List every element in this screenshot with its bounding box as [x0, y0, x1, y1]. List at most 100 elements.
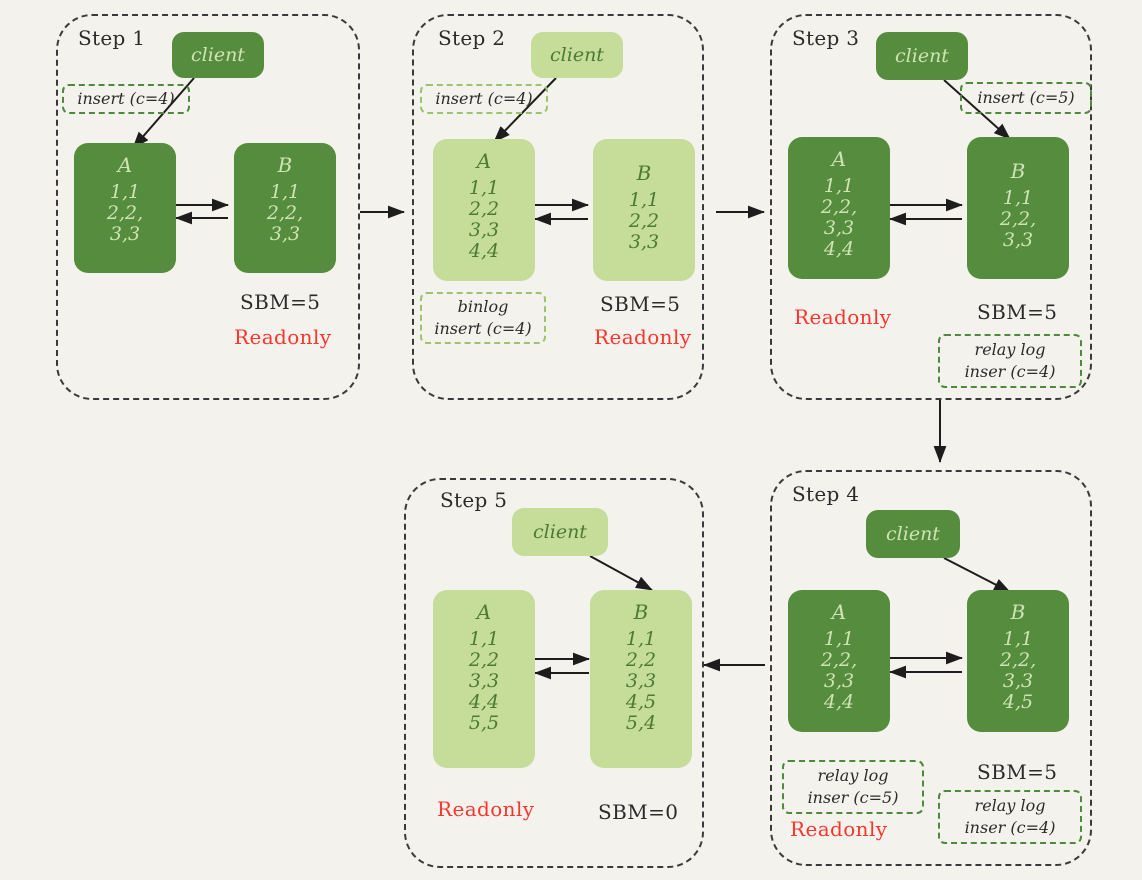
readonly-caption-step3: Readonly [794, 305, 892, 329]
tag-line: inser (c=4) [964, 818, 1056, 837]
node-a-step3[interactable]: A 1,1 2,2, 3,3 4,4 [788, 137, 890, 279]
tag-line: insert (c=5) [977, 88, 1075, 108]
node-b-step1[interactable]: B 1,1 2,2, 3,3 [234, 143, 336, 273]
node-name: B [1010, 600, 1026, 624]
tag-line: relay log [974, 796, 1046, 816]
node-b-step4[interactable]: B 1,1 2,2, 3,3 4,5 [967, 590, 1069, 732]
node-row: 4,5 [1002, 691, 1034, 713]
node-row: 1,1 [823, 175, 855, 197]
client-box-step4[interactable]: client [866, 510, 960, 558]
node-row: 2,2, [106, 202, 144, 224]
tag-line: inser (c=4) [964, 362, 1056, 381]
step-panel-3[interactable] [770, 14, 1092, 400]
node-b-step3[interactable]: B 1,1 2,2, 3,3 [967, 137, 1069, 279]
node-row: 2,2 [628, 210, 660, 232]
readonly-caption-step1: Readonly [234, 325, 332, 349]
client-box-step1[interactable]: client [172, 32, 264, 78]
client-box-step2[interactable]: client [531, 32, 623, 78]
tag-relaylog-step3: relay log inser (c=4) [938, 334, 1082, 388]
step-panel-5[interactable] [404, 478, 704, 868]
node-row: 2,2 [625, 649, 657, 671]
tag-line: relay log [817, 766, 889, 786]
tag-line: insert (c=4) [77, 89, 175, 109]
node-a-step2[interactable]: A 1,1 2,2 3,3 4,4 [433, 139, 535, 281]
node-name: B [277, 153, 293, 177]
node-b-step5[interactable]: B 1,1 2,2 3,3 4,5 5,4 [590, 590, 692, 768]
tag-relaylog-step4-a: relay log inser (c=5) [782, 760, 924, 814]
client-label: client [550, 44, 604, 66]
node-row: 3,3 [269, 223, 301, 245]
node-name: A [476, 600, 492, 624]
step-1-title: Step 1 [78, 26, 146, 50]
client-label: client [191, 44, 245, 66]
node-row: 2,2, [820, 196, 858, 218]
step-panel-4[interactable] [770, 470, 1092, 866]
step-2-title: Step 2 [438, 26, 506, 50]
client-box-step3[interactable]: client [876, 32, 968, 80]
step-panel-2[interactable] [412, 14, 704, 400]
sbm-caption-step1: SBM=5 [240, 290, 321, 314]
node-row: 1,1 [468, 628, 500, 650]
node-name: B [1010, 159, 1026, 183]
readonly-caption-step5: Readonly [437, 797, 535, 821]
sbm-caption-step2: SBM=5 [600, 292, 681, 316]
node-name: A [831, 147, 847, 171]
node-row: 4,4 [823, 238, 855, 260]
step-4-title: Step 4 [792, 482, 860, 506]
node-row: 3,3 [625, 670, 657, 692]
node-row: 2,2, [266, 202, 304, 224]
sbm-caption-step4: SBM=5 [977, 760, 1058, 784]
tag-line: insert (c=4) [435, 89, 533, 109]
node-row: 3,3 [468, 219, 500, 241]
node-a-step4[interactable]: A 1,1 2,2, 3,3 4,4 [788, 590, 890, 732]
tag-line: relay log [974, 340, 1046, 360]
node-name: A [117, 153, 133, 177]
tag-relaylog-step4-b: relay log inser (c=4) [938, 790, 1082, 844]
node-a-step1[interactable]: A 1,1 2,2, 3,3 [74, 143, 176, 273]
node-row: 1,1 [628, 189, 660, 211]
node-row: 3,3 [468, 670, 500, 692]
node-row: 1,1 [823, 628, 855, 650]
tag-line: binlog [457, 297, 509, 317]
node-b-step2[interactable]: B 1,1 2,2 3,3 [593, 139, 695, 281]
node-row: 1,1 [1002, 628, 1034, 650]
tag-insert-step1: insert (c=4) [62, 84, 190, 114]
step-3-title: Step 3 [792, 26, 860, 50]
node-row: 1,1 [269, 181, 301, 203]
sbm-caption-step5: SBM=0 [598, 800, 679, 824]
node-row: 4,5 [625, 691, 657, 713]
node-row: 3,3 [1002, 670, 1034, 692]
node-row: 3,3 [823, 217, 855, 239]
node-row: 2,2, [999, 649, 1037, 671]
node-name: B [636, 161, 652, 185]
client-box-step5[interactable]: client [512, 508, 608, 556]
node-row: 2,2, [999, 208, 1037, 230]
client-label: client [895, 45, 949, 67]
tag-line: inser (c=5) [807, 788, 899, 807]
node-row: 2,2 [468, 649, 500, 671]
step-panel-1[interactable] [56, 14, 360, 400]
node-name: A [831, 600, 847, 624]
node-row: 3,3 [823, 670, 855, 692]
node-row: 4,4 [468, 240, 500, 262]
node-row: 1,1 [109, 181, 141, 203]
readonly-caption-step4: Readonly [790, 817, 888, 841]
node-row: 1,1 [468, 177, 500, 199]
node-name: B [633, 600, 649, 624]
node-row: 4,4 [468, 691, 500, 713]
readonly-caption-step2: Readonly [594, 325, 692, 349]
client-label: client [533, 521, 587, 543]
node-row: 2,2, [820, 649, 858, 671]
tag-binlog-step2: binlog insert (c=4) [420, 292, 546, 344]
node-row: 3,3 [628, 231, 660, 253]
node-row: 3,3 [1002, 229, 1034, 251]
node-row: 5,4 [625, 712, 657, 734]
node-row: 5,5 [468, 712, 500, 734]
tag-insert-step2: insert (c=4) [420, 84, 548, 114]
tag-insert-step3: insert (c=5) [960, 82, 1092, 114]
client-label: client [886, 523, 940, 545]
node-row: 3,3 [109, 223, 141, 245]
node-a-step5[interactable]: A 1,1 2,2 3,3 4,4 5,5 [433, 590, 535, 768]
sbm-caption-step3: SBM=5 [977, 300, 1058, 324]
